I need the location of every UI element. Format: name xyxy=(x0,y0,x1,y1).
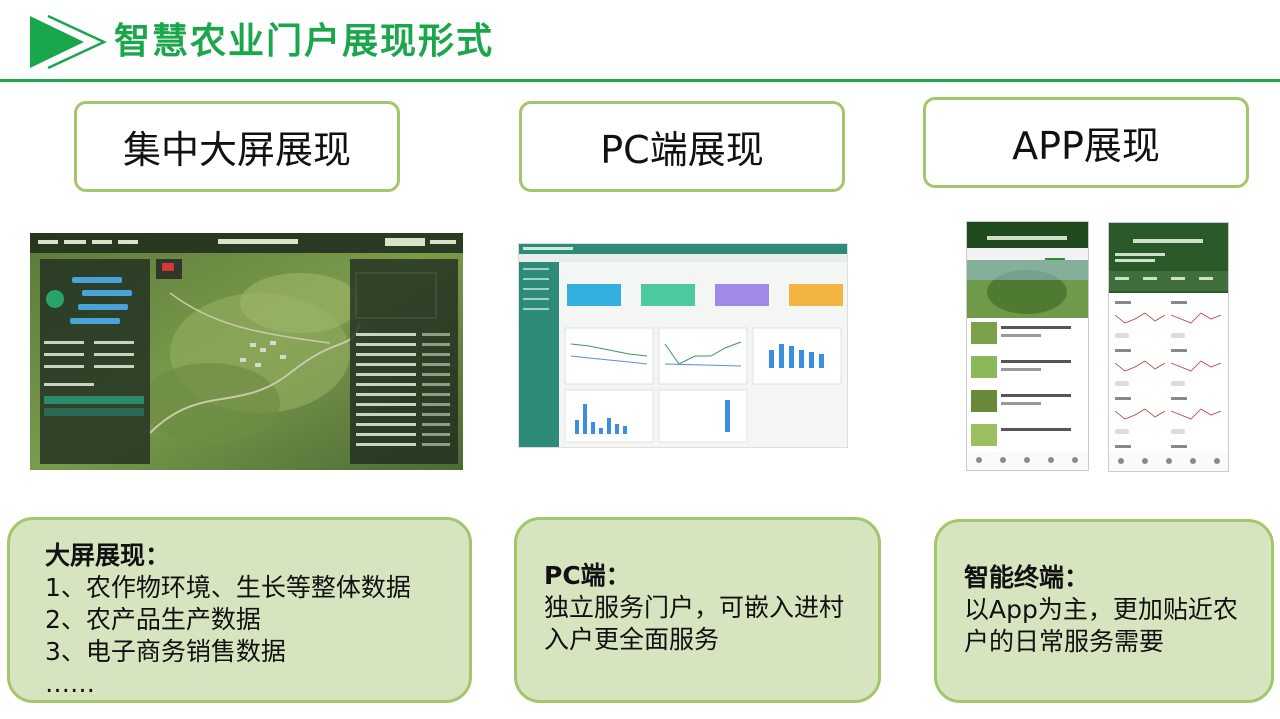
bigscreen-description-title: 大屏展现： xyxy=(45,541,171,570)
bigscreen-dashboard-image xyxy=(30,233,463,470)
bigscreen-description-line: 3、电子商务销售数据 xyxy=(45,637,286,666)
app-sensors-image xyxy=(1109,223,1228,471)
app-description-line: 以App为主，更加贴近农 xyxy=(964,595,1238,624)
pc-portal-image xyxy=(519,244,847,447)
bigscreen-description: 大屏展现： 1、农作物环境、生长等整体数据 2、农产品生产数据 3、电子商务销售… xyxy=(7,517,472,703)
pc-label-box: PC端展现 xyxy=(519,101,845,192)
app-screenshot-sensors xyxy=(1108,222,1229,472)
app-label-box: APP展现 xyxy=(923,97,1249,188)
app-description-line: 户的日常服务需要 xyxy=(964,627,1165,656)
play-arrow-icon xyxy=(30,14,107,70)
page-title: 智慧农业门户展现形式 xyxy=(114,21,495,62)
bigscreen-label-box: 集中大屏展现 xyxy=(74,101,400,192)
app-description: 智能终端： 以App为主，更加贴近农 户的日常服务需要 xyxy=(934,519,1274,703)
app-description-title: 智能终端： xyxy=(964,563,1090,592)
pc-description: PC端： 独立服务门户，可嵌入进村 入户更全面服务 xyxy=(514,517,881,703)
header: 智慧农业门户展现形式 xyxy=(0,0,1280,82)
bigscreen-description-line: …… xyxy=(45,669,95,698)
pc-description-line: 独立服务门户，可嵌入进村 xyxy=(544,593,845,622)
pc-description-line: 入户更全面服务 xyxy=(544,625,720,654)
pc-portal-screenshot xyxy=(518,243,848,448)
pc-description-title: PC端： xyxy=(544,561,631,590)
bigscreen-screenshot xyxy=(30,233,463,470)
app-news-image xyxy=(967,222,1088,470)
bigscreen-description-line: 2、农产品生产数据 xyxy=(45,605,261,634)
header-divider xyxy=(0,79,1280,82)
app-screenshot-news xyxy=(966,221,1089,471)
bigscreen-description-line: 1、农作物环境、生长等整体数据 xyxy=(45,573,411,602)
